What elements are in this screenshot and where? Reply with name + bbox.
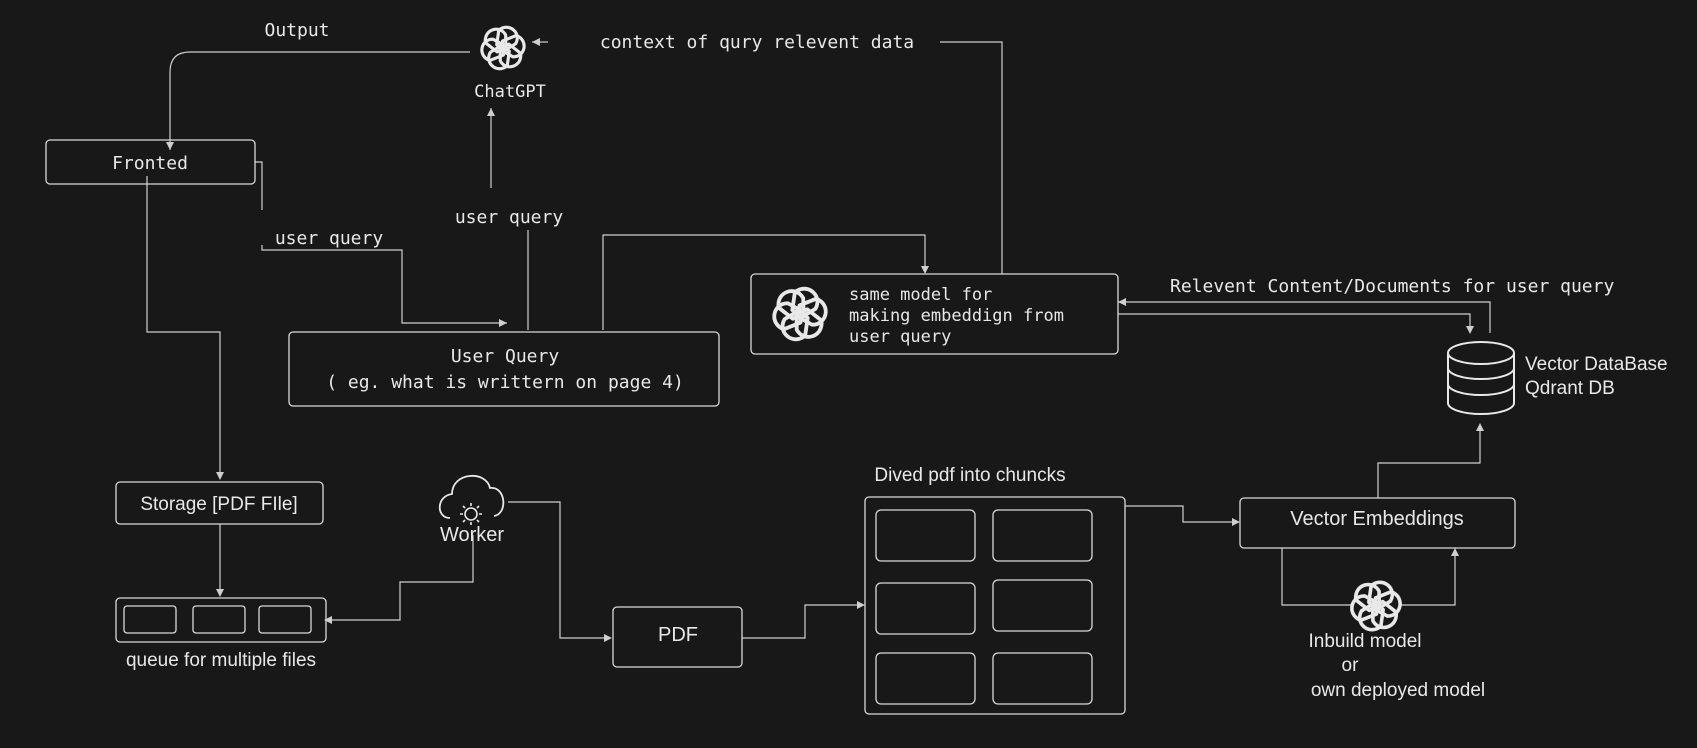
fronted-box	[45, 139, 256, 185]
worker-to-queue	[326, 535, 474, 621]
vector-db-label-line1: Vector DataBase	[1525, 354, 1668, 375]
queue-slot	[123, 605, 177, 634]
embed-label-line1: same model for	[849, 285, 992, 305]
pdf-box	[612, 606, 743, 668]
chunks-to-embeddings	[1125, 505, 1238, 523]
user-query-box-title: User Query	[451, 346, 560, 367]
pdf-to-chunks	[742, 604, 863, 639]
openai-logo-icon	[478, 25, 528, 70]
chunk	[992, 652, 1093, 705]
context-connector	[940, 41, 1003, 274]
relevent-content-connector	[1118, 301, 1491, 333]
worker-label: Worker	[440, 524, 504, 546]
fronted-to-user-query	[255, 161, 263, 210]
cloud-icon	[438, 474, 505, 519]
embedding-model-box	[750, 273, 1119, 355]
chunk	[875, 509, 976, 562]
pdf-label: PDF	[658, 624, 698, 646]
queue-box	[115, 597, 327, 643]
embed-to-vectordb	[1118, 313, 1471, 332]
chatgpt-label: ChatGPT	[474, 82, 546, 102]
gear-icon	[460, 503, 482, 525]
storage-label: Storage [PDF FIle]	[140, 494, 297, 515]
user-query-to-embed	[602, 234, 926, 330]
chunk	[875, 652, 976, 705]
embeddings-to-vectordb	[1377, 425, 1481, 498]
context-label: context of qury relevent data	[600, 32, 914, 53]
user-query-box	[288, 331, 720, 407]
inbuild-label-line2: or	[1342, 655, 1360, 676]
embeddings-model-loop	[1281, 548, 1352, 606]
user-query-mid-label: user query	[455, 207, 564, 228]
output-connector	[169, 51, 470, 150]
inbuild-label-line3: own deployed model	[1311, 680, 1485, 701]
chunk	[992, 509, 1093, 562]
chatgpt-node: ChatGPT	[474, 25, 546, 102]
queue-slot	[258, 605, 312, 634]
inbuild-label-line1: Inbuild model	[1308, 631, 1421, 652]
user-query-box-example: ( eg. what is writtern on page 4)	[326, 372, 684, 393]
chunks-label: Dived pdf into chuncks	[874, 465, 1065, 486]
output-label: Output	[264, 20, 329, 41]
context-arrowhead	[532, 38, 540, 46]
embed-label-line3: user query	[849, 327, 951, 347]
connectors	[146, 38, 1491, 642]
relevent-content-label: Relevent Content/Documents for user quer…	[1170, 276, 1614, 297]
output-arrowhead	[166, 142, 174, 150]
chunk	[875, 582, 976, 635]
fronted-label: Fronted	[112, 153, 188, 174]
chunk	[992, 579, 1093, 632]
user-query-left-label: user query	[275, 228, 384, 249]
vector-embeddings-box	[1239, 497, 1516, 549]
vector-db-label-line2: Qdrant DB	[1525, 378, 1615, 399]
database-icon	[1447, 341, 1515, 415]
openai-logo-icon	[769, 286, 830, 341]
queue-label: queue for multiple files	[126, 650, 316, 671]
chunks-box	[864, 496, 1126, 715]
queue-slot	[192, 605, 246, 634]
openai-logo-icon	[1347, 580, 1404, 632]
worker-to-pdf	[508, 501, 610, 639]
storage-box	[115, 481, 324, 525]
embed-label-line2: making embeddign from	[849, 306, 1064, 326]
vector-embeddings-label: Vector Embeddings	[1290, 508, 1463, 530]
fronted-to-storage	[146, 176, 221, 478]
